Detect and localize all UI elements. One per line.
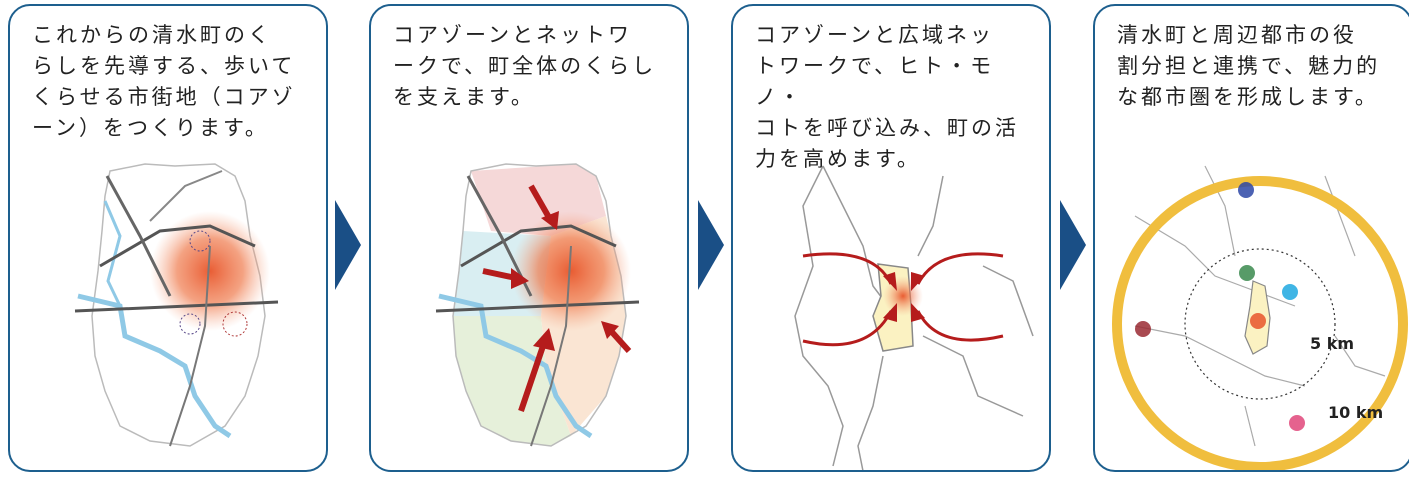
town-boundary (452, 163, 627, 447)
panel-4-text: 清水町と周辺都市の役 割分担と連携で、魅力的 な都市圏を形成します。 (1117, 23, 1381, 109)
inflow-arrow (608, 328, 632, 354)
arrow-head (883, 303, 897, 322)
town-boundary (91, 163, 266, 447)
core-zone-gradient (150, 211, 270, 331)
city-dot-orange (1250, 313, 1266, 329)
panel-3-text: コアゾーンと広域ネッ トワークで、ヒト・モノ・ コトを呼び込み、町の活 力を高め… (755, 23, 1019, 171)
river-branch (103, 200, 122, 307)
road-vertical (530, 245, 572, 447)
outer-ring-10km (1112, 176, 1408, 470)
road-main-horizontal (435, 300, 640, 313)
city-dot-green (1239, 265, 1255, 281)
inner-ring-label: 5 km (1310, 334, 1354, 353)
arrow-head (911, 303, 925, 322)
arrow-head (533, 328, 555, 351)
chevron-arrow-icon (698, 200, 724, 290)
road-main-horizontal (74, 300, 279, 313)
station-circle (189, 230, 211, 252)
station-circle (179, 313, 201, 335)
regional-map (794, 165, 1034, 470)
road-vertical (169, 245, 211, 447)
inflow-arrow (802, 310, 893, 347)
core-zone-gradient (511, 211, 631, 331)
panel-1-text: これからの清水町のく らしを先導する、歩いて くらせる市街地（コアゾ ーン）をつ… (32, 23, 296, 140)
chevron-arrow-icon (335, 200, 361, 290)
outer-ring-label: 10 km (1328, 403, 1383, 422)
chevron-arrow-icon (1060, 200, 1086, 290)
panel-regional-network: コアゾーンと広域ネッ トワークで、ヒト・モノ・ コトを呼び込み、町の活 力を高め… (731, 4, 1051, 472)
panel-2-text: コアゾーンとネットワ ークで、町全体のくらし を支えます。 (393, 23, 657, 109)
city-dot-pink (1289, 415, 1305, 431)
road-nw (105, 175, 172, 297)
arrow-head (911, 272, 925, 291)
road-main-ne (99, 224, 256, 268)
station-circle (222, 311, 248, 337)
urban-area-map: 5 km 10 km (1112, 165, 1408, 470)
city-dot-blue (1238, 182, 1254, 198)
arrow-head (601, 321, 619, 339)
river (77, 293, 232, 439)
inflow-arrow (518, 345, 546, 412)
city-dot-red (1135, 321, 1151, 337)
core-zone-map (74, 163, 279, 447)
river (438, 293, 593, 439)
city-dot-cyan (1282, 284, 1298, 300)
regional-boundary (857, 175, 1034, 470)
road-top-right (149, 170, 223, 222)
panel-urban-area: 清水町と周辺都市の役 割分担と連携で、魅力的 な都市圏を形成します。 5 km … (1093, 4, 1409, 472)
arrow-head (541, 211, 559, 230)
inner-ring-5km (1184, 248, 1336, 400)
inflow-arrow (528, 184, 554, 223)
panel-network: コアゾーンとネットワ ークで、町全体のくらし を支えます。 (369, 4, 689, 472)
road-main-ne (460, 224, 617, 268)
arrow-head (883, 272, 897, 291)
panel-core-zone: これからの清水町のく らしを先導する、歩いて くらせる市街地（コアゾ ーン）をつ… (8, 4, 328, 472)
inflow-arrow (482, 268, 517, 281)
regional-boundary (794, 165, 889, 467)
inflow-arrow (916, 310, 1004, 342)
arrow-head (511, 268, 529, 289)
inflow-arrow (802, 252, 893, 285)
network-map (435, 163, 640, 447)
regional-boundary (1134, 165, 1386, 447)
